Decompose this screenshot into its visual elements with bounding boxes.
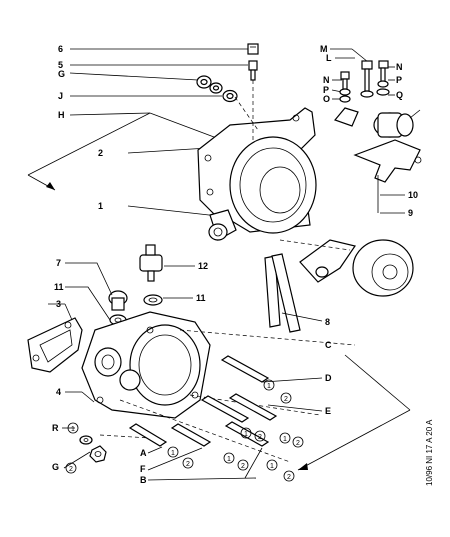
water-pump-part: [197, 80, 317, 241]
label-g-bottom: G: [52, 462, 59, 472]
label-7: 7: [56, 258, 61, 268]
label-8: 8: [325, 317, 330, 327]
label-n-right: N: [396, 62, 403, 72]
pump-housing-part: [65, 311, 211, 419]
figure-code: 10/96 NI 17 A 20 A: [425, 419, 434, 486]
label-6: 6: [58, 44, 63, 54]
label-p-left: P: [323, 85, 329, 95]
label-11-left: 11: [54, 282, 64, 292]
label-10: 10: [408, 190, 418, 200]
label-4: 4: [56, 387, 61, 397]
ref-d-1: 1: [267, 383, 271, 390]
label-g-top: G: [58, 69, 65, 79]
h-assembly-arrow: [27, 112, 223, 191]
tensioner-roller-part: [279, 239, 414, 297]
ref-f-1: 1: [227, 456, 231, 463]
label-3: 3: [56, 299, 61, 309]
label-c: C: [325, 340, 332, 350]
drive-belt-part: [264, 253, 323, 333]
label-j: J: [58, 91, 63, 101]
plug-part: [65, 262, 128, 326]
gasket-part: [27, 303, 83, 373]
fan-bracket-part: [353, 109, 422, 213]
label-r: R: [52, 423, 59, 433]
sender-unit-part: [248, 60, 258, 81]
top-label-leaders: [69, 48, 405, 217]
bleed-screw-part: [247, 43, 259, 55]
ref-e-4: 2: [296, 440, 300, 447]
label-a: A: [140, 448, 147, 458]
label-e: E: [325, 406, 331, 416]
label-f: F: [140, 464, 146, 474]
label-m: M: [320, 44, 328, 54]
ref-b-1: 1: [270, 463, 274, 470]
label-o: O: [323, 94, 330, 104]
studs-part: [128, 355, 323, 447]
label-n-left: N: [323, 75, 330, 85]
right-arrow: [297, 354, 411, 471]
item-labels: 6 5 G J H 2 1 M L N P O N P Q 10 9 7 12 …: [52, 44, 418, 485]
label-2: 2: [98, 148, 103, 158]
washer-parts: [196, 75, 238, 103]
ref-a-2: 2: [186, 461, 190, 468]
label-l: L: [326, 53, 332, 63]
ref-e-3: 1: [283, 436, 287, 443]
ref-g-2: 2: [69, 466, 73, 473]
label-1: 1: [98, 201, 103, 211]
circled-refs: 1 2 1 2 1 2 1 2 1 2 1 2 1 2: [65, 379, 304, 482]
label-q: Q: [396, 90, 403, 100]
fixing-bolts-part: [333, 60, 390, 127]
ref-e-1: 1: [244, 431, 248, 438]
bottom-leaders: [62, 427, 263, 481]
ref-d-2: 2: [284, 396, 288, 403]
ref-b-2: 2: [287, 474, 291, 481]
label-h: H: [58, 110, 65, 120]
label-p-right: P: [396, 75, 402, 85]
ref-e-2: 2: [258, 434, 262, 441]
nut-washer-part: [79, 435, 107, 463]
ref-r-1: 1: [71, 426, 75, 433]
ref-f-2: 2: [241, 463, 245, 470]
label-9: 9: [408, 208, 413, 218]
label-d: D: [325, 373, 332, 383]
ref-a-1: 1: [171, 450, 175, 457]
label-11-right: 11: [196, 293, 206, 303]
label-b: B: [140, 475, 147, 485]
label-12: 12: [198, 261, 208, 271]
label-5: 5: [58, 60, 63, 70]
temperature-sensor-part: [139, 244, 195, 306]
